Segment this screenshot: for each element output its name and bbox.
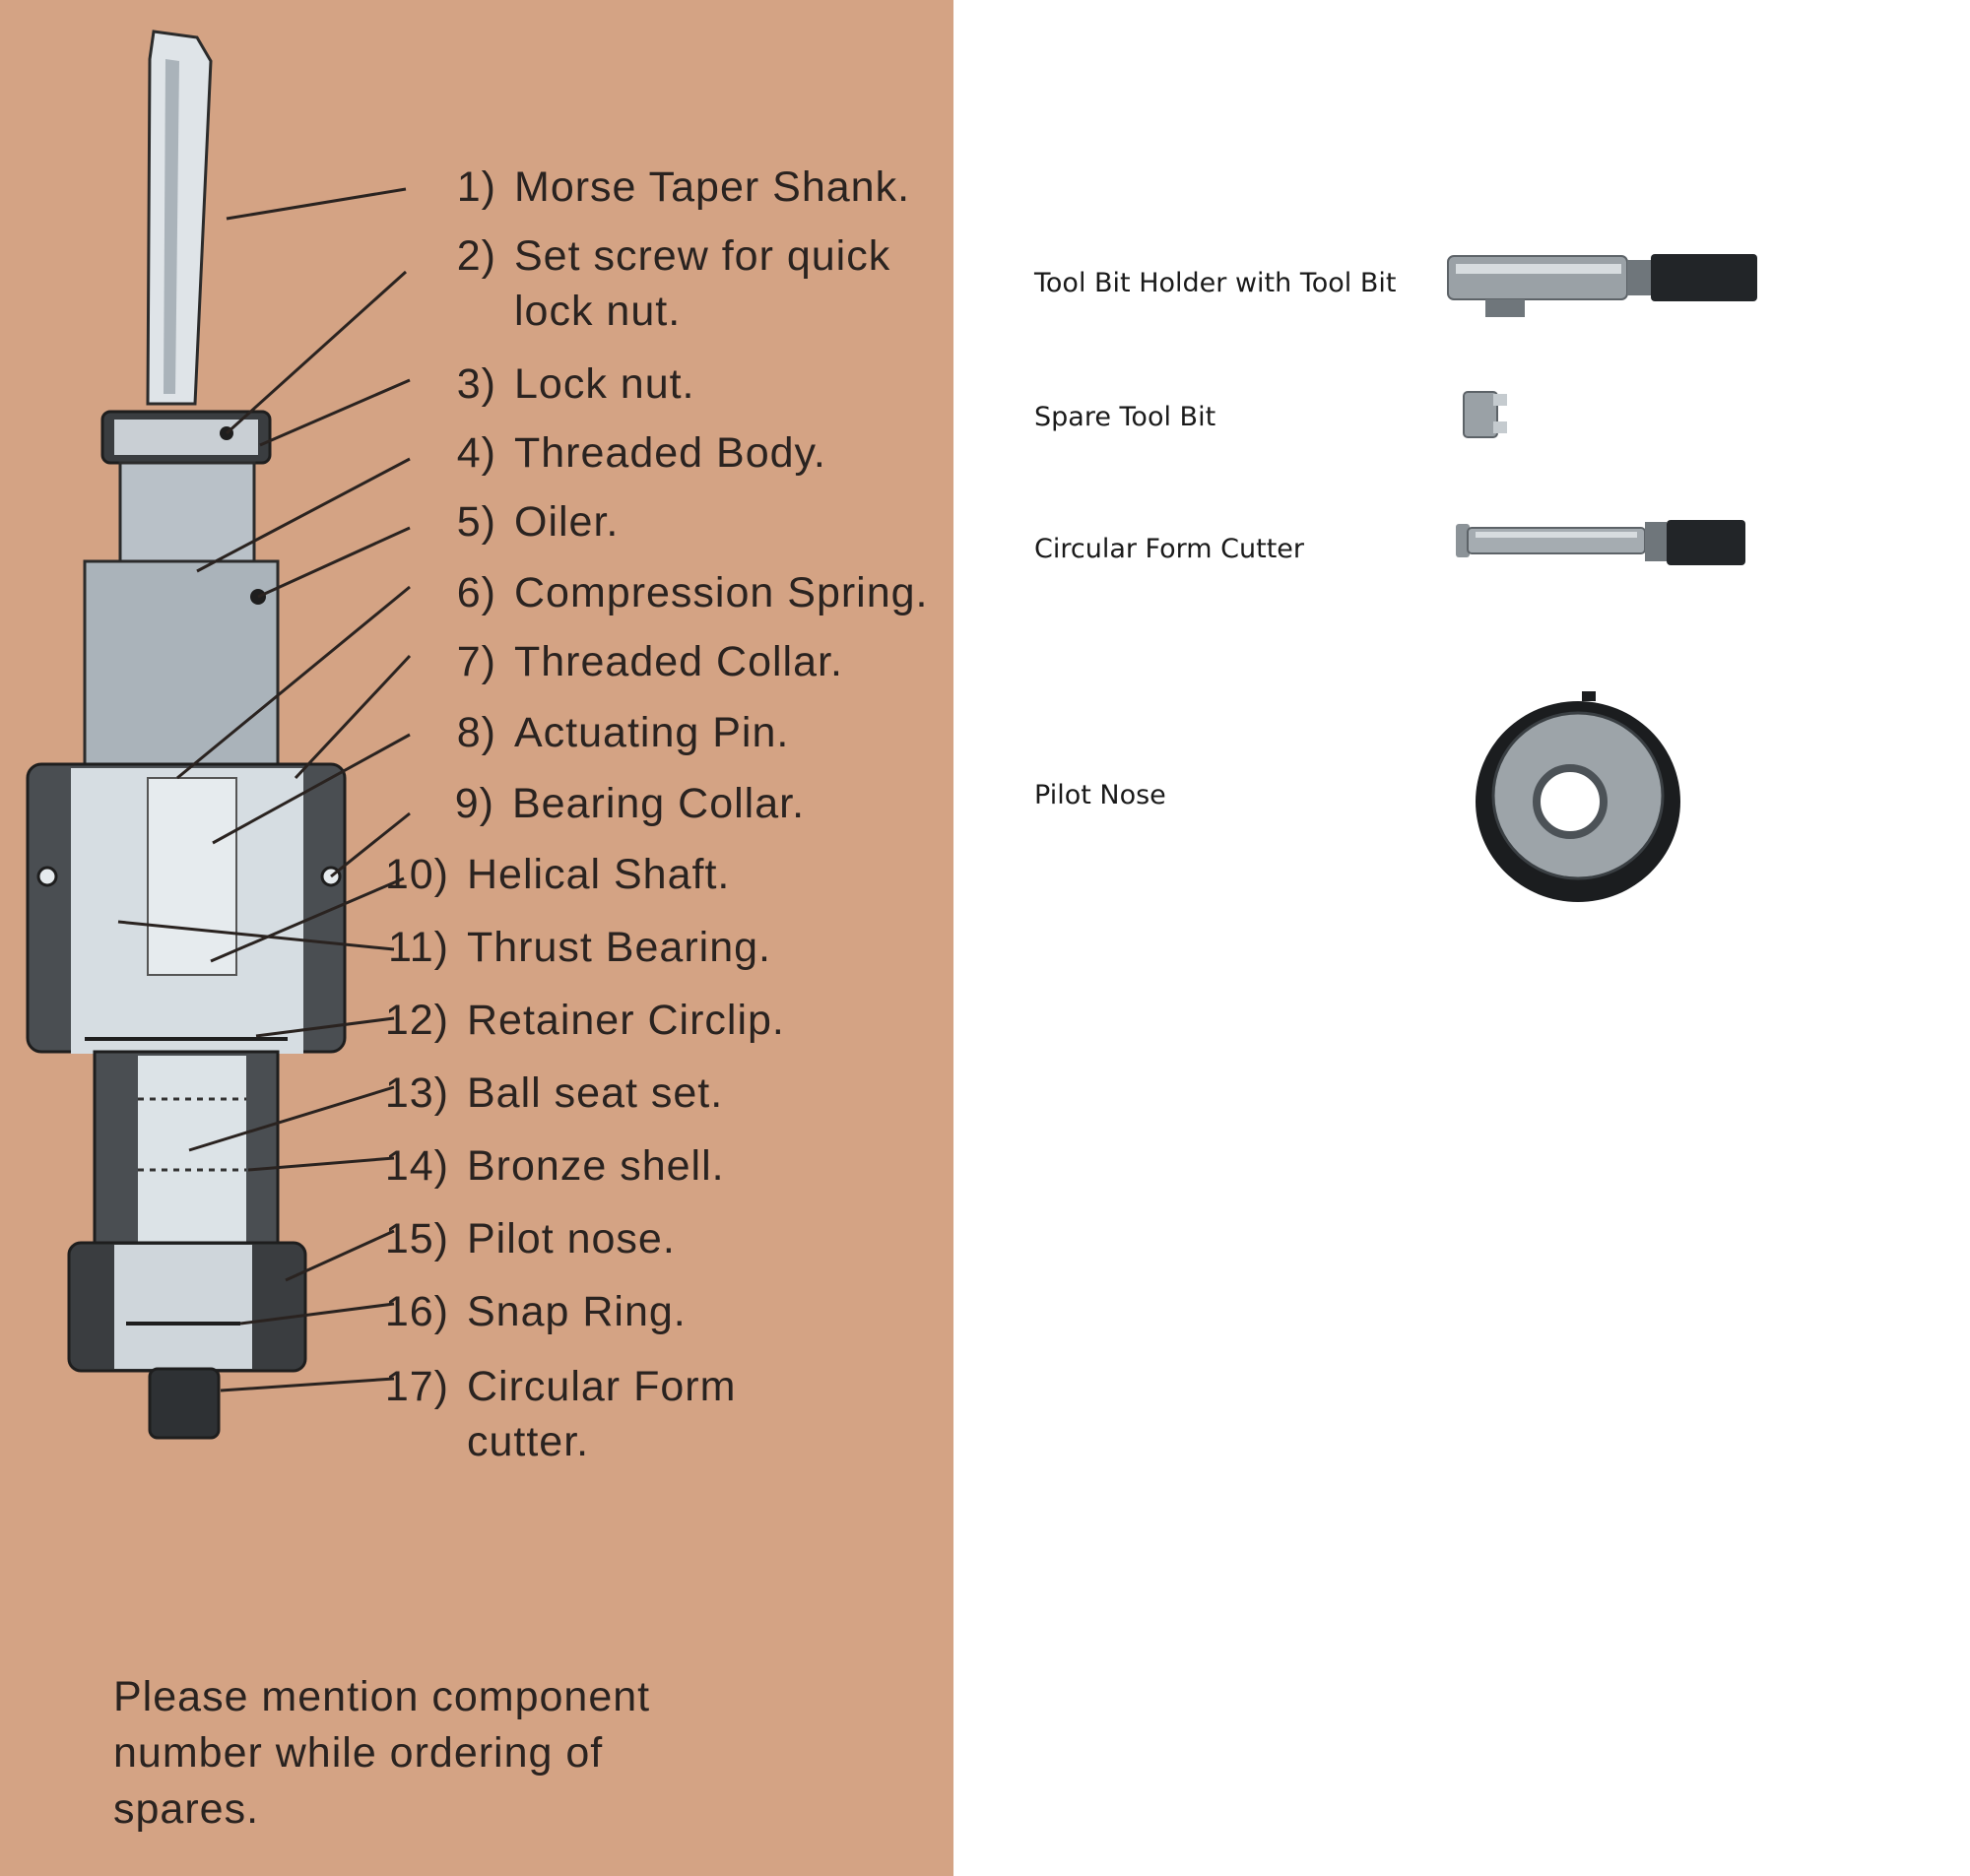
part-number: 6): [456, 569, 496, 616]
part-number: 3): [456, 360, 496, 408]
part-name: Morse Taper Shank.: [514, 163, 911, 211]
order-note: Please mention component number while or…: [113, 1673, 651, 1833]
part-label: 4) Threaded Body.: [424, 425, 826, 481]
spare-label-pilot-nose: Pilot Nose: [1034, 780, 1166, 810]
part-label: 9) Bearing Collar.: [422, 776, 805, 831]
part-number: 2): [456, 232, 496, 280]
threaded-body-drawing: [83, 461, 280, 770]
part-label: 12) Retainer Circlip.: [376, 993, 785, 1048]
spare-label-circular-form-cutter: Circular Form Cutter: [1034, 534, 1304, 564]
part-number: 7): [456, 638, 496, 685]
circular-form-cutter-drawing: [148, 1367, 221, 1440]
part-label: 17) Circular Form: [376, 1359, 736, 1414]
part-name: Snap Ring.: [467, 1288, 687, 1335]
part-number: 17): [384, 1363, 449, 1410]
part-name: lock nut.: [514, 288, 682, 335]
part-label: lock nut.: [424, 284, 681, 339]
part-name: Set screw for quick: [514, 232, 891, 280]
part-label: 7) Threaded Collar.: [424, 634, 843, 689]
part-name: Compression Spring.: [514, 569, 929, 616]
part-name: Ball seat set.: [467, 1069, 724, 1117]
part-number: 16): [384, 1288, 449, 1335]
leader-lines: [117, 187, 412, 1392]
part-name: Lock nut.: [514, 360, 695, 408]
part-name: Bearing Collar.: [512, 780, 806, 827]
part-label: 11) Thrust Bearing.: [376, 920, 771, 975]
part-name: Circular Form: [467, 1363, 737, 1410]
part-number: 10): [384, 851, 449, 898]
part-number: 14): [384, 1142, 449, 1190]
part-number: 13): [384, 1069, 449, 1117]
part-number: 15): [384, 1215, 449, 1262]
part-number: 4): [456, 429, 496, 477]
part-name: Threaded Body.: [514, 429, 826, 477]
spare-label-spare-tool-bit: Spare Tool Bit: [1034, 402, 1216, 432]
part-label: 15) Pilot nose.: [376, 1211, 676, 1266]
part-label: 8) Actuating Pin.: [424, 705, 789, 760]
part-label: 14) Bronze shell.: [376, 1138, 725, 1194]
part-label: 16) Snap Ring.: [376, 1284, 687, 1339]
part-number: 12): [384, 997, 449, 1044]
bronze-shell-drawing: [93, 1050, 280, 1251]
housing-drawing: [26, 762, 347, 1054]
part-label: 1) Morse Taper Shank.: [424, 160, 910, 215]
lock-nut-drawing: [100, 410, 272, 465]
part-name: Oiler.: [514, 498, 620, 546]
pilot-nose-photo: [1476, 691, 1680, 902]
part-name: Pilot nose.: [467, 1215, 676, 1262]
tool-bit-holder-photo: [1447, 254, 1757, 317]
morse-taper-shank-drawing: [146, 30, 213, 406]
part-number: 8): [456, 709, 496, 756]
part-number: 5): [456, 498, 496, 546]
part-number: 11): [388, 924, 449, 971]
part-name: Helical Shaft.: [467, 851, 731, 898]
circular-form-cutter-photo: [1456, 520, 1745, 565]
part-label: cutter.: [376, 1414, 589, 1469]
part-label: 3) Lock nut.: [424, 356, 695, 412]
part-number: 9): [454, 780, 494, 827]
part-name: Thrust Bearing.: [467, 924, 771, 971]
boring-head-diagram: [26, 30, 412, 1440]
part-name: Retainer Circlip.: [467, 997, 785, 1044]
part-label: 6) Compression Spring.: [424, 565, 929, 620]
part-number: 1): [456, 163, 496, 211]
part-name: Bronze shell.: [467, 1142, 725, 1190]
part-label: 2) Set screw for quick: [424, 228, 890, 284]
spare-label-tool-bit-holder: Tool Bit Holder with Tool Bit: [1034, 268, 1397, 298]
part-name: Threaded Collar.: [514, 638, 843, 685]
part-name: Actuating Pin.: [514, 709, 790, 756]
part-label: 10) Helical Shaft.: [376, 847, 730, 902]
diagram-panel: 1) Morse Taper Shank. 2) Set screw for quic…: [0, 0, 953, 1876]
part-label: 5) Oiler.: [424, 494, 619, 550]
part-label: 13) Ball seat set.: [376, 1066, 723, 1121]
pilot-nose-drawing: [67, 1241, 307, 1373]
part-name: cutter.: [467, 1418, 590, 1465]
spare-tool-bit-photo: [1463, 391, 1507, 438]
